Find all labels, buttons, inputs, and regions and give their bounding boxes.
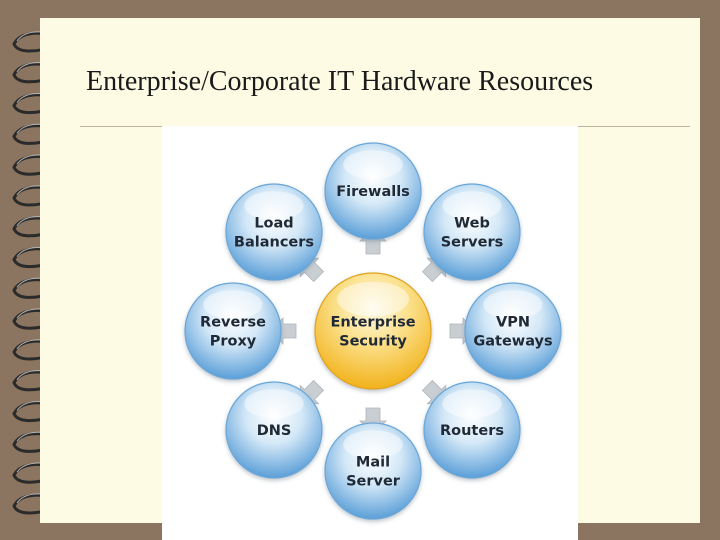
node-dns: DNS (225, 381, 323, 479)
security-diagram: FirewallsWebServersVPNGatewaysRoutersMai… (184, 142, 562, 520)
node-label: Servers (441, 235, 504, 251)
node-routers: Routers (423, 381, 521, 479)
node-label: DNS (257, 423, 292, 439)
node-label: Balancers (234, 235, 314, 251)
node-firewalls: Firewalls (324, 142, 422, 240)
slide-title: Enterprise/Corporate IT Hardware Resourc… (86, 66, 594, 97)
node-label: Reverse (200, 315, 266, 331)
node-label: Routers (440, 423, 504, 439)
node-vpn-gateways: VPN Gateways (464, 282, 562, 380)
node-label: Mail (356, 455, 390, 471)
node-label: Proxy (210, 334, 257, 350)
node-label: Server (346, 474, 401, 490)
node-label: Firewalls (336, 184, 410, 200)
node-label: VPN (496, 315, 530, 331)
node-label: Enterprise (330, 315, 415, 331)
node-label: Web (454, 216, 490, 232)
node-label: Security (339, 334, 407, 350)
node-label: Gateways (473, 334, 552, 350)
node-label: Load (254, 216, 293, 232)
